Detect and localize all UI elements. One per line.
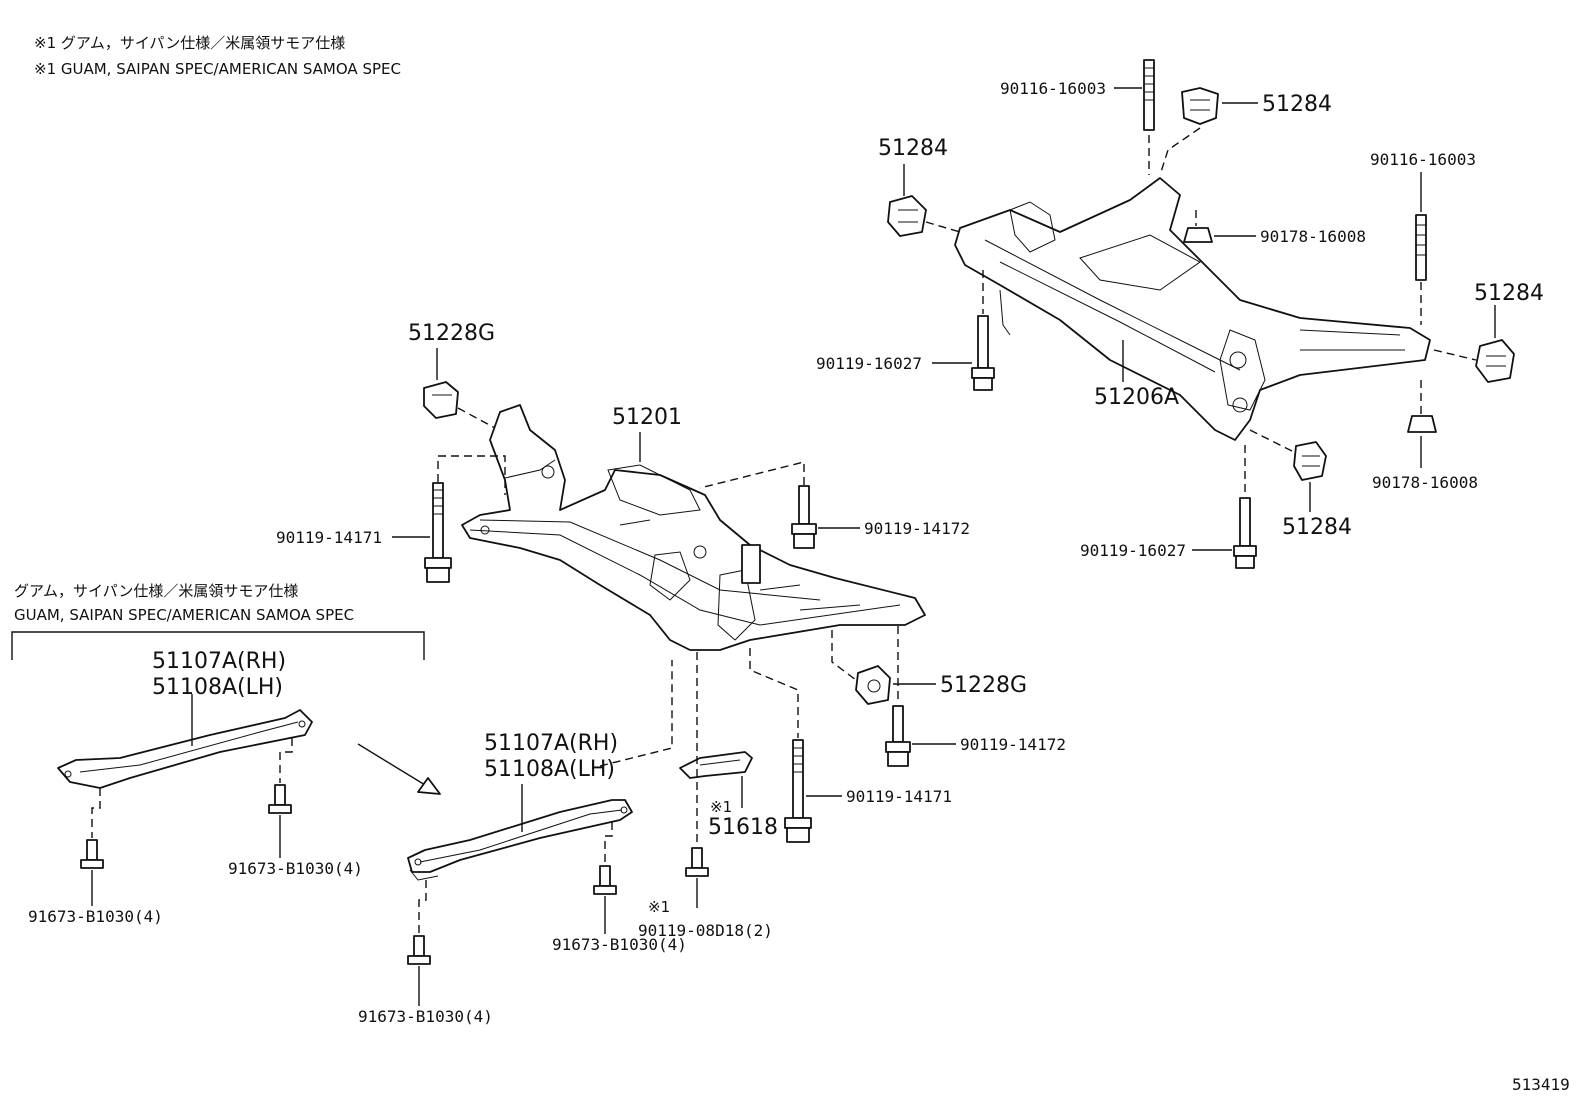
bolt-91673-a [268, 784, 292, 814]
bolt-90119-14172-top [791, 485, 817, 549]
bolt-90119-16027-bottom [1233, 497, 1257, 569]
label-90119-14171-right: 90119-14171 [846, 787, 952, 806]
label-90119-16027-left: 90119-16027 [816, 354, 922, 373]
leader-dash [418, 880, 427, 934]
bolt-90119-14171-left [424, 482, 452, 583]
nut-90178-bottom [1407, 415, 1437, 433]
direction-arrow-shaft [357, 743, 431, 789]
group-title-jp: グアム，サイパン仕様／米属領サモア仕様 [14, 582, 298, 600]
leader-dash [1249, 429, 1295, 453]
group-title-en: GUAM, SAIPAN SPEC/AMERICAN SAMOA SPEC [14, 606, 354, 624]
label-51201: 51201 [612, 405, 682, 430]
mount-51284-top [1181, 87, 1219, 125]
label-90119-14171-left: 90119-14171 [276, 528, 382, 547]
leader-dash [437, 455, 506, 495]
leader-dash [599, 660, 673, 767]
label-51107a-left: 51107A(RH) [152, 649, 286, 674]
leader-dash [91, 788, 101, 838]
label-51228g-right: 51228G [940, 673, 1027, 698]
nut-90178-top [1183, 227, 1213, 243]
note-jp: ※1 グアム，サイパン仕様／米属領サモア仕様 [34, 34, 345, 52]
stopper-51228g-top [423, 381, 459, 419]
leader-dash [457, 407, 496, 429]
bolt-90119-14172-right [885, 705, 911, 767]
label-90119-16027-bottom: 90119-16027 [1080, 541, 1186, 560]
label-51108a-left: 51108A(LH) [152, 675, 283, 700]
label-51618: 51618 [708, 815, 778, 840]
leader-dash [699, 461, 805, 489]
mark-90119: ※1 [648, 898, 670, 916]
leader-dash [1433, 349, 1477, 361]
mount-51284-right [1475, 339, 1515, 383]
label-90119-14172-top: 90119-14172 [864, 519, 970, 538]
stud-90116-right [1415, 214, 1427, 281]
label-90119-14172-right: 90119-14172 [960, 735, 1066, 754]
label-51284-bottom: 51284 [1282, 515, 1352, 540]
leader-dash [831, 630, 857, 681]
leader-dash [604, 822, 613, 864]
bolt-90119-14171-right [784, 739, 812, 843]
cover-51618 [679, 751, 753, 779]
label-51107a-mid: 51107A(RH) [484, 731, 618, 756]
label-90116-16003-right: 90116-16003 [1370, 150, 1476, 169]
mount-51284-bottom [1293, 441, 1327, 481]
label-91673-b1030-d: 91673-B1030(4) [358, 1007, 493, 1026]
label-51284-top: 51284 [1262, 92, 1332, 117]
brace-mid-51107a [407, 799, 633, 881]
bolt-91673-b [80, 839, 104, 869]
bolt-91673-c [593, 865, 617, 895]
label-51228g-top: 51228G [408, 321, 495, 346]
stud-90116-top [1143, 59, 1155, 131]
rear-crossmember [954, 177, 1431, 441]
front-crossmember [461, 404, 926, 651]
label-51284-right: 51284 [1474, 281, 1544, 306]
diagram-id: 513419 [1512, 1075, 1570, 1094]
mount-51284-left [887, 195, 927, 237]
label-51108a-mid: 51108A(LH) [484, 757, 615, 782]
leader-dash [279, 738, 293, 783]
mark-51618: ※1 [710, 798, 732, 816]
bolt-91673-d [407, 935, 431, 965]
leader-dash [749, 648, 799, 738]
group-bracket [11, 631, 425, 660]
label-91673-b1030-b: 91673-B1030(4) [28, 907, 163, 926]
label-90119-08d18: 90119-08D18(2) [638, 921, 773, 940]
label-90116-16003-top: 90116-16003 [1000, 79, 1106, 98]
direction-arrow-head [417, 777, 441, 795]
label-90178-16008-top: 90178-16008 [1260, 227, 1366, 246]
label-51206a: 51206A [1094, 385, 1179, 410]
brace-left-51107a [57, 709, 313, 789]
label-51284-left: 51284 [878, 136, 948, 161]
note-en: ※1 GUAM, SAIPAN SPEC/AMERICAN SAMOA SPEC [34, 60, 401, 78]
bolt-90119-16027-left [971, 315, 995, 391]
stopper-51228g-right [855, 665, 891, 705]
leader-dash [925, 221, 961, 233]
bolt-90119-08d18 [685, 847, 709, 877]
leader-dash [1159, 127, 1201, 176]
label-90178-16008-bottom: 90178-16008 [1372, 473, 1478, 492]
label-91673-b1030-c: 91673-B1030(4) [552, 935, 687, 954]
label-91673-b1030-a: 91673-B1030(4) [228, 859, 363, 878]
